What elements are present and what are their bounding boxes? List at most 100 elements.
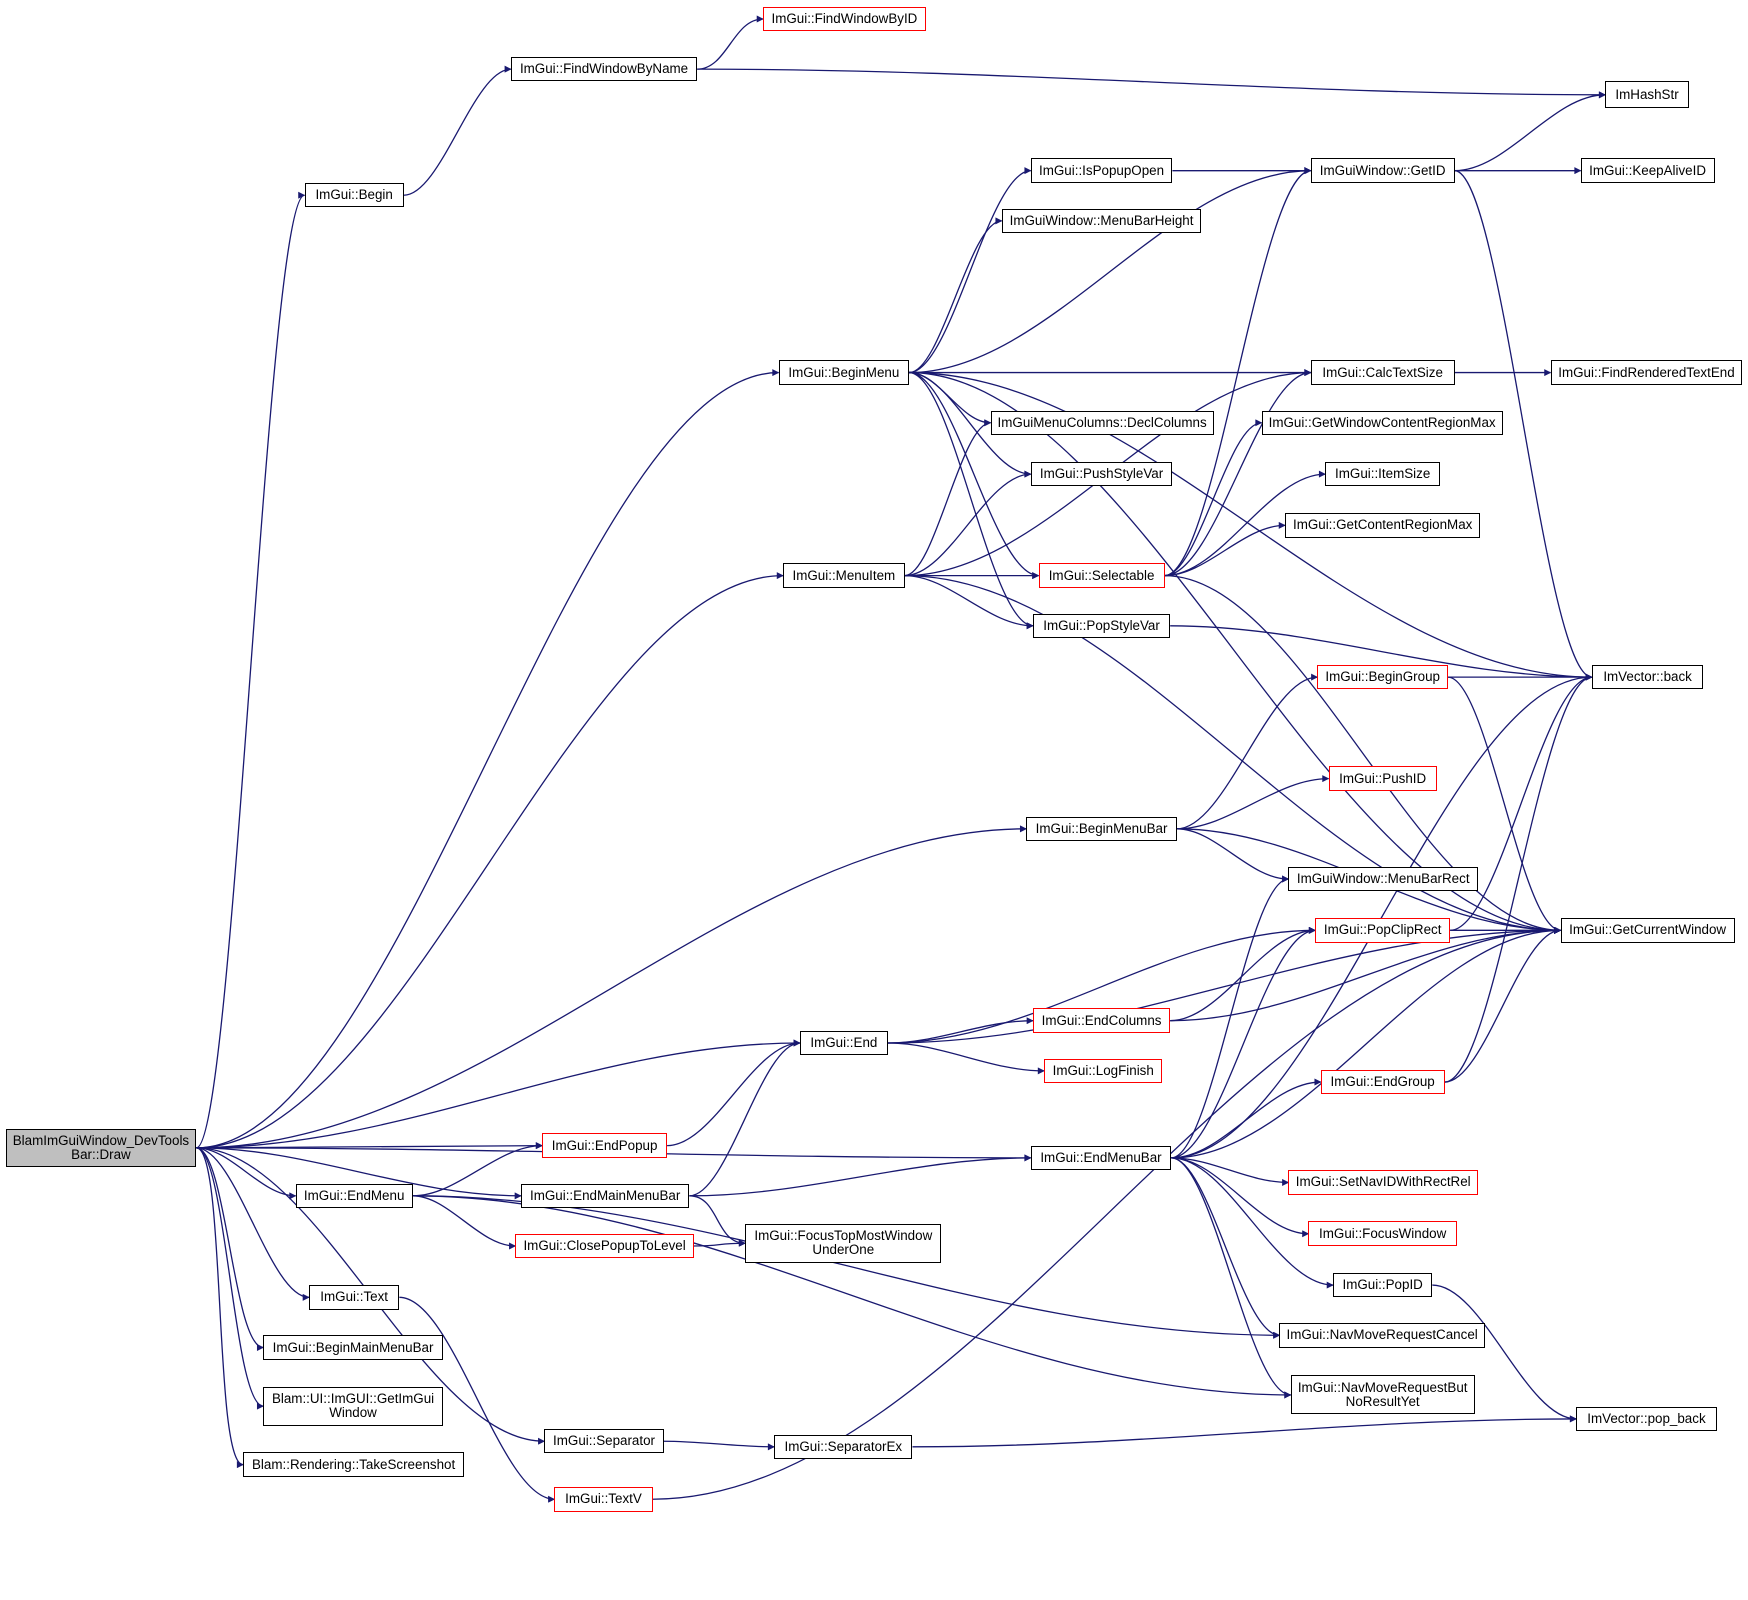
node-popcliprect[interactable]: ImGui::PopClipRect [1315, 918, 1451, 943]
edge-closepopup-to-focustopmost [693, 1239, 746, 1247]
edge-root-to-end [196, 1039, 801, 1149]
node-pushstylevar[interactable]: ImGui::PushStyleVar [1030, 461, 1173, 487]
edge-text-to-textv [399, 1296, 556, 1503]
node-selectable[interactable]: ImGui::Selectable [1038, 563, 1165, 588]
edge-popid-to-popback [1432, 1284, 1577, 1423]
edge-endcolumns-to-popcliprect [1170, 926, 1316, 1022]
edge-endmainmenubar-to-focustopmost [689, 1195, 746, 1247]
edge-beginmenu-to-getcurrentwindow [909, 371, 1562, 934]
node-separatorex[interactable]: ImGui::SeparatorEx [774, 1434, 913, 1460]
edge-beginmenu-to-back [909, 371, 1593, 681]
node-endpopup[interactable]: ImGui::EndPopup [542, 1133, 668, 1158]
edge-root-to-screenshot [196, 1147, 244, 1469]
edge-separatorex-to-popback [912, 1415, 1577, 1448]
node-calctextsize[interactable]: ImGui::CalcTextSize [1310, 360, 1455, 385]
edge-beginmenu-to-getid [909, 167, 1312, 374]
edge-root-to-getimguiwindow [196, 1147, 264, 1410]
edge-beginmenu-to-selectable [909, 371, 1040, 580]
node-setnavid[interactable]: ImGui::SetNavIDWithRectRel [1288, 1170, 1479, 1195]
node-begin[interactable]: ImGui::Begin [304, 182, 404, 208]
node-findrendered[interactable]: ImGui::FindRenderedTextEnd [1550, 360, 1743, 385]
edge-beginmenu-to-pushstylevar [909, 371, 1032, 478]
edge-endmenubar-to-popid [1171, 1157, 1334, 1289]
edge-endmenubar-to-popcliprect [1171, 926, 1316, 1159]
node-screenshot[interactable]: Blam::Rendering::TakeScreenshot [243, 1452, 465, 1477]
edge-selectable-to-getwincontentmax [1164, 419, 1263, 577]
node-popstylevar[interactable]: ImGui::PopStyleVar [1032, 613, 1171, 639]
edge-selectable-to-getid [1164, 167, 1312, 577]
node-menubarheight[interactable]: ImGuiWindow::MenuBarHeight [1001, 208, 1202, 234]
node-textv[interactable]: ImGui::TextV [554, 1486, 653, 1512]
edge-root-to-beginmainmenubar [196, 1147, 264, 1351]
node-separator[interactable]: ImGui::Separator [544, 1428, 664, 1454]
edge-root-to-text [196, 1147, 310, 1301]
edge-endmenubar-to-setnavid [1171, 1157, 1290, 1186]
node-root[interactable]: BlamImGuiWindow_DevTools Bar::Draw [5, 1128, 197, 1167]
node-endmenubar[interactable]: ImGui::EndMenuBar [1030, 1145, 1172, 1171]
node-beginmenubar[interactable]: ImGui::BeginMenuBar [1026, 816, 1177, 842]
node-hashstr[interactable]: ImHashStr [1605, 81, 1689, 109]
node-beginmenu[interactable]: ImGui::BeginMenu [778, 360, 910, 385]
edge-endmainmenubar-to-end [689, 1039, 801, 1197]
node-focustopmost[interactable]: ImGui::FocusTopMostWindow UnderOne [745, 1223, 942, 1263]
edge-selectable-to-getcontentmax [1164, 521, 1286, 577]
edge-endgroup-to-back [1444, 673, 1593, 1083]
edge-endpopup-to-end [667, 1039, 801, 1147]
edge-endgroup-to-getcurrentwindow [1444, 926, 1562, 1083]
node-itemsize[interactable]: ImGui::ItemSize [1325, 461, 1441, 487]
edge-endmainmenubar-to-endmenubar [689, 1154, 1032, 1197]
node-beginmainmenubar[interactable]: ImGui::BeginMainMenuBar [263, 1335, 443, 1360]
edge-endmenu-to-closepopup [412, 1195, 517, 1250]
edge-end-to-endcolumns [887, 1017, 1034, 1044]
node-findbyname[interactable]: ImGui::FindWindowByName [510, 56, 698, 82]
edge-end-to-logfinish [887, 1042, 1045, 1075]
edge-root-to-endmainmenubar [196, 1147, 522, 1200]
node-popback[interactable]: ImVector::pop_back [1576, 1406, 1717, 1432]
node-findbyid[interactable]: ImGui::FindWindowByID [763, 6, 926, 32]
edge-menuitem-to-popstylevar [904, 574, 1034, 630]
edge-beginmenubar-to-begingroup [1176, 673, 1319, 830]
node-getcurrentwindow[interactable]: ImGui::GetCurrentWindow [1560, 918, 1735, 943]
node-endmainmenubar[interactable]: ImGui::EndMainMenuBar [520, 1183, 690, 1209]
edge-root-to-beginmenu [196, 369, 780, 1149]
edge-beginmenu-to-menubarheight [909, 217, 1003, 374]
node-menuitem[interactable]: ImGui::MenuItem [783, 563, 905, 588]
edge-findbyname-to-hashstr [697, 68, 1606, 99]
node-endcolumns[interactable]: ImGui::EndColumns [1032, 1008, 1171, 1033]
edge-selectable-to-calctextsize [1164, 369, 1312, 577]
edge-getid-to-back [1454, 170, 1593, 681]
node-text[interactable]: ImGui::Text [308, 1285, 400, 1310]
node-closepopup[interactable]: ImGui::ClosePopupToLevel [515, 1233, 694, 1259]
node-getid[interactable]: ImGuiWindow::GetID [1310, 158, 1455, 183]
node-getcontentmax[interactable]: ImGui::GetContentRegionMax [1285, 513, 1481, 538]
node-getwincontentmax[interactable]: ImGui::GetWindowContentRegionMax [1261, 410, 1503, 436]
node-begingroup[interactable]: ImGui::BeginGroup [1317, 664, 1448, 690]
node-getimguiwindow[interactable]: Blam::UI::ImGUI::GetImGui Window [263, 1386, 443, 1426]
edge-end-to-popcliprect [887, 926, 1316, 1044]
edge-popstylevar-to-back [1170, 625, 1593, 681]
node-back[interactable]: ImVector::back [1591, 664, 1704, 690]
node-endmenu[interactable]: ImGui::EndMenu [295, 1183, 413, 1209]
edge-root-to-endpopup [196, 1142, 543, 1150]
node-ispopupopen[interactable]: ImGui::IsPopupOpen [1030, 158, 1173, 183]
node-popid[interactable]: ImGui::PopID [1333, 1272, 1433, 1298]
edge-getid-to-hashstr [1454, 91, 1606, 172]
node-pushid[interactable]: ImGui::PushID [1328, 766, 1437, 791]
node-logfinish[interactable]: ImGui::LogFinish [1044, 1058, 1163, 1084]
edge-endmenubar-to-getcurrentwindow [1171, 926, 1562, 1159]
node-end[interactable]: ImGui::End [799, 1030, 888, 1056]
edge-endmenubar-to-back [1171, 673, 1593, 1159]
edge-root-to-beginmenubar [196, 825, 1027, 1149]
node-navcancel[interactable]: ImGui::NavMoveRequestCancel [1279, 1322, 1485, 1348]
edge-textv-to-getcurrentwindow [652, 926, 1562, 1500]
node-menubarrect[interactable]: ImGuiWindow::MenuBarRect [1288, 866, 1479, 892]
node-navbutnoresult[interactable]: ImGui::NavMoveRequestBut NoResultYet [1290, 1375, 1475, 1415]
node-endgroup[interactable]: ImGui::EndGroup [1320, 1069, 1445, 1095]
node-declcolumns[interactable]: ImGuiMenuColumns::DeclColumns [990, 410, 1214, 436]
node-keepalive[interactable]: ImGui::KeepAliveID [1580, 158, 1715, 183]
node-focuswindow[interactable]: ImGui::FocusWindow [1308, 1221, 1457, 1246]
edge-begingroup-to-getcurrentwindow [1447, 676, 1562, 934]
